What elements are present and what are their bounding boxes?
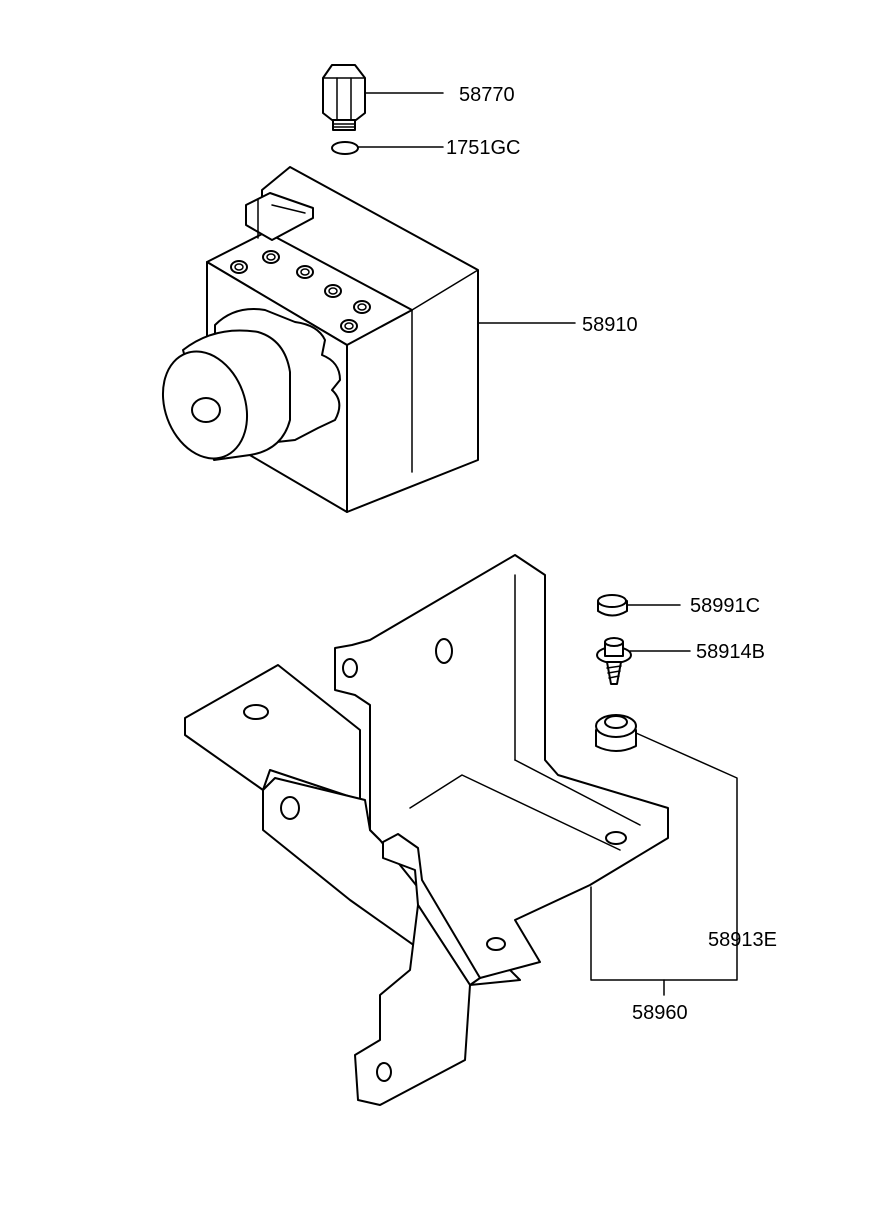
part-number-58770: 58770 xyxy=(459,84,515,106)
bolt-drawing xyxy=(596,637,632,685)
cap-drawing xyxy=(597,594,628,617)
bleeder-plug-drawing xyxy=(322,64,366,131)
leader-58913e xyxy=(590,732,738,981)
grommet-drawing xyxy=(595,714,637,752)
part-number-1751gc: 1751GC xyxy=(446,137,521,159)
o-ring-drawing xyxy=(331,141,359,155)
hydraulic-unit-drawing xyxy=(161,166,479,513)
part-number-58910: 58910 xyxy=(582,314,638,336)
part-number-58913e: 58913E xyxy=(708,929,777,951)
bracket-drawing xyxy=(184,554,669,1106)
part-number-58991c: 58991C xyxy=(690,595,760,617)
part-number-58960: 58960 xyxy=(632,1002,688,1024)
part-number-58914b: 58914B xyxy=(696,641,765,663)
